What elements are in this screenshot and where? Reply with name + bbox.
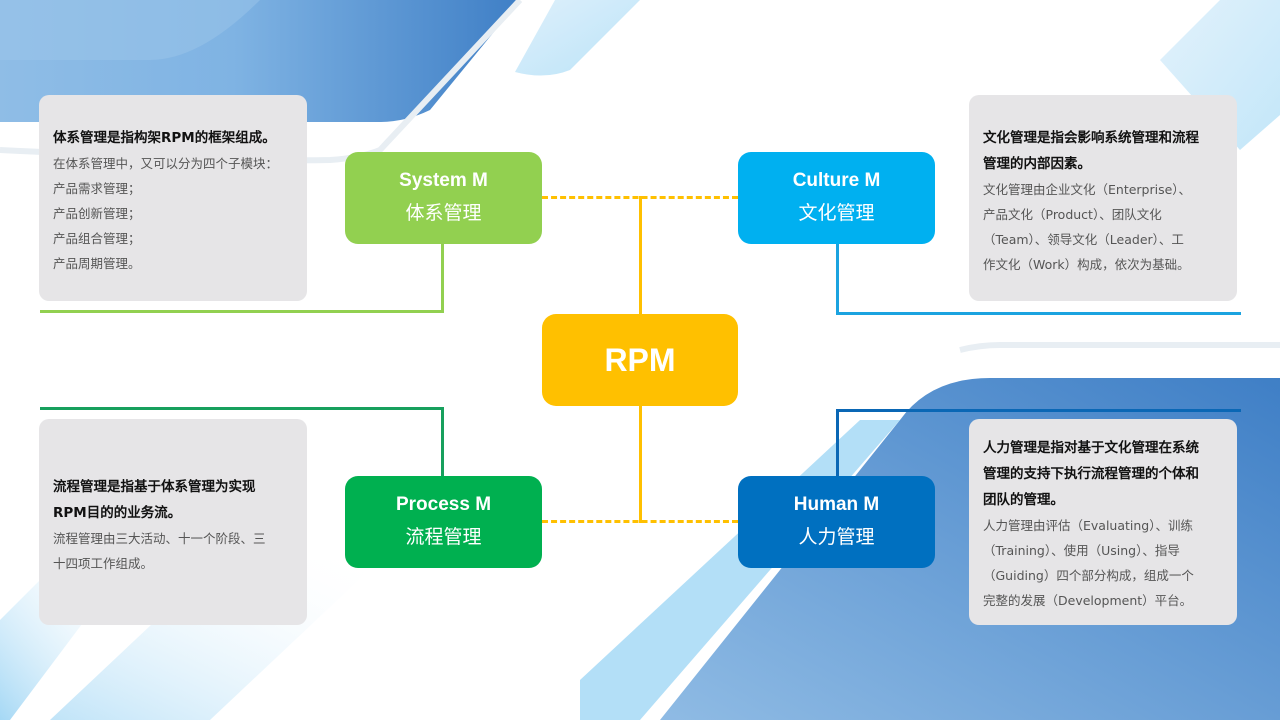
node-system-en: System M — [399, 170, 488, 191]
card-system-line: 产品组合管理； — [53, 231, 141, 246]
card-human-line: 人力管理由评估（Evaluating）、训练 — [983, 518, 1193, 533]
card-process-lead: RPM目的的业务流。 — [53, 505, 182, 521]
card-process-lead: 流程管理是指基于体系管理为实现 — [53, 479, 256, 495]
card-system-line: 产品创新管理； — [53, 206, 141, 221]
card-human-lead: 人力管理是指对基于文化管理在系统 — [983, 440, 1199, 456]
node-human[interactable]: Human M 人力管理 — [738, 476, 935, 568]
node-culture-zh: 文化管理 — [798, 202, 875, 224]
node-process-en: Process M — [395, 494, 492, 515]
card-human-lead: 团队的管理。 — [983, 492, 1064, 508]
card-human-line: （Training）、使用（Using）、指导 — [983, 543, 1180, 558]
card-human-lead: 管理的支持下执行流程管理的个体和 — [983, 466, 1199, 482]
card-human: 人力管理是指对基于文化管理在系统 管理的支持下执行流程管理的个体和 团队的管理。… — [969, 419, 1237, 625]
card-system: 体系管理是指构架RPM的框架组成。 在体系管理中，又可以分为四个子模块： 产品需… — [39, 95, 307, 301]
card-human-line: 完整的发展（Development）平台。 — [983, 593, 1193, 608]
connector-human — [836, 409, 1241, 477]
node-system-zh: 体系管理 — [405, 202, 482, 224]
bg-shape-top-light — [515, 0, 640, 76]
card-culture-line: 文化管理由企业文化（Enterprise）、 — [983, 182, 1192, 197]
card-system-line: 产品周期管理。 — [53, 256, 141, 271]
card-system-line: 产品需求管理； — [53, 181, 141, 196]
card-culture-line: 产品文化（Product）、团队文化 — [983, 207, 1162, 222]
node-culture[interactable]: Culture M 文化管理 — [738, 152, 935, 244]
card-human-line: （Guiding）四个部分构成，组成一个 — [983, 568, 1194, 583]
center-node-rpm[interactable]: RPM — [542, 314, 738, 406]
node-process[interactable]: Process M 流程管理 — [345, 476, 542, 568]
card-process-line: 十四项工作组成。 — [53, 556, 154, 571]
connector-system — [40, 244, 444, 313]
card-culture-line: 作文化（Work）构成，依次为基础。 — [983, 257, 1190, 272]
node-culture-en: Culture M — [792, 170, 881, 191]
node-process-zh: 流程管理 — [405, 526, 482, 548]
card-culture-lead: 管理的内部因素。 — [983, 156, 1091, 172]
node-system[interactable]: System M 体系管理 — [345, 152, 542, 244]
bg-shape-top-right — [1160, 0, 1280, 150]
connector-process — [40, 407, 444, 477]
card-system-line: 在体系管理中，又可以分为四个子模块： — [53, 156, 279, 171]
node-human-en: Human M — [793, 494, 880, 515]
center-node-label: RPM — [604, 341, 676, 378]
card-culture-lead: 文化管理是指会影响系统管理和流程 — [983, 130, 1199, 146]
connector-culture — [836, 244, 1241, 315]
card-process-line: 流程管理由三大活动、十一个阶段、三 — [53, 531, 266, 546]
card-culture: 文化管理是指会影响系统管理和流程 管理的内部因素。 文化管理由企业文化（Ente… — [969, 95, 1237, 301]
card-culture-line: （Team）、领导文化（Leader）、工 — [983, 232, 1184, 247]
node-human-zh: 人力管理 — [798, 526, 875, 548]
card-process: 流程管理是指基于体系管理为实现 RPM目的的业务流。 流程管理由三大活动、十一个… — [39, 419, 307, 625]
card-system-lead: 体系管理是指构架RPM的框架组成。 — [53, 130, 276, 146]
